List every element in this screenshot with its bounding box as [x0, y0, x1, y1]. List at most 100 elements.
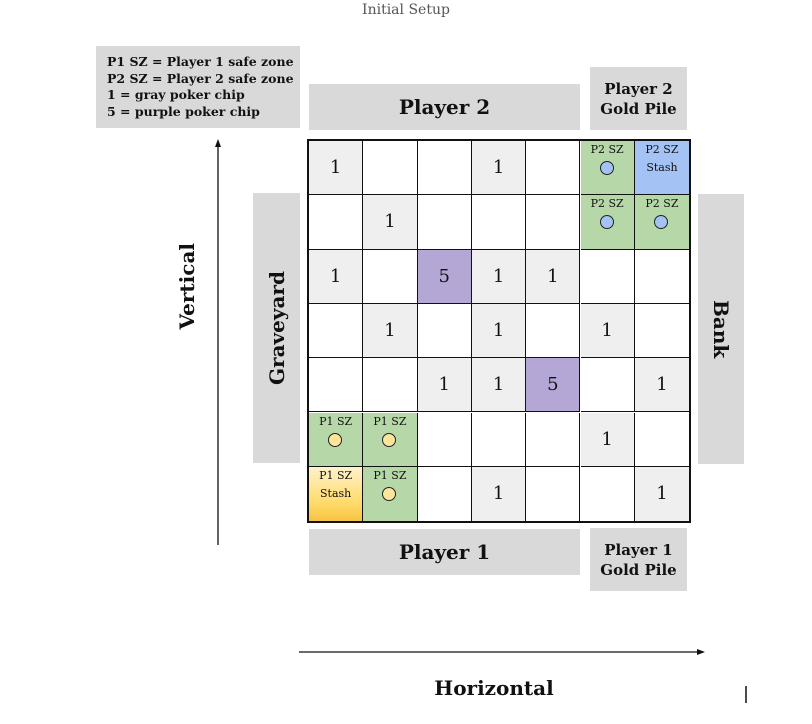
board-cell [309, 195, 364, 250]
board-cell: 5 [417, 249, 472, 304]
bank-panel: Bank [698, 194, 744, 464]
gray-chip-value: 1 [438, 374, 450, 396]
player2-piece-icon [599, 215, 614, 230]
gray-chip-value: 1 [329, 265, 342, 287]
gray-chip-value: 1 [547, 265, 559, 287]
safe-zone-label: P1 SZ [373, 468, 407, 482]
board-cell [417, 412, 472, 467]
board-cell [471, 195, 527, 250]
board-cell [417, 141, 472, 196]
vertical-axis-label: Vertical [175, 242, 199, 330]
board-cell [418, 466, 472, 522]
player2-piece-icon [599, 161, 614, 175]
board-cell [634, 413, 690, 467]
board-cell: 1 [363, 303, 418, 359]
stash-label: Stash [320, 486, 352, 500]
safe-zone-label: P1 SZ [373, 414, 407, 428]
player2-gold-label-line1: Player 2 [604, 79, 673, 98]
board-cell [417, 195, 472, 250]
gray-chip-value: 1 [492, 265, 505, 287]
vertical-axis-label-wrap: Vertical [175, 216, 199, 356]
horizontal-axis-label: Horizontal [434, 676, 554, 700]
gray-chip-value: 1 [601, 428, 613, 450]
board-cell [526, 141, 581, 196]
player2-panel: Player 2 [309, 84, 580, 130]
player1-piece-icon [382, 432, 397, 447]
board-cell: P1 SZ Stash [309, 466, 364, 522]
gray-chip-value: 1 [656, 374, 668, 396]
player2-label: Player 2 [398, 95, 491, 119]
board-cell [581, 466, 635, 522]
legend-item-purple-chip: 5 = purple poker chip [107, 103, 260, 119]
board-cell [309, 303, 364, 359]
safe-zone-label: P2 SZ [645, 143, 679, 156]
player1-label: Player 1 [398, 540, 491, 564]
board-cell: 1 [309, 249, 364, 304]
board-cell [526, 303, 581, 359]
board-cell: 1 [471, 249, 527, 304]
graveyard-panel: Graveyard [253, 193, 300, 463]
board-cell: P1 SZ [363, 412, 418, 467]
board-cell: P2 SZ Stash [634, 141, 690, 196]
safe-zone-label: P2 SZ [590, 197, 624, 211]
gray-chip-value: 1 [492, 483, 505, 505]
player1-piece-icon [382, 486, 397, 501]
stash-label: Stash [646, 161, 678, 174]
gray-chip-value: 1 [492, 157, 505, 179]
gray-chip-value: 1 [329, 157, 342, 179]
vertical-axis-arrow [215, 139, 221, 545]
player1-panel: Player 1 [309, 529, 580, 575]
board-cell: 1 [363, 195, 418, 250]
gray-chip-value: 1 [384, 211, 396, 233]
legend-box: P1 SZ = Player 1 safe zone P2 SZ = Playe… [96, 46, 300, 128]
board-cell: 1 [309, 141, 364, 196]
board-cell: 1 [471, 466, 527, 522]
board-cell [363, 141, 418, 196]
board-cell: P2 SZ [580, 195, 635, 250]
board-cell: 5 [526, 358, 581, 413]
board-cell: 1 [471, 358, 527, 413]
board-cell: 1 [526, 249, 581, 304]
board-cell [363, 358, 418, 413]
player2-gold-label-line2: Gold Pile [600, 99, 677, 118]
board-cell [471, 412, 527, 467]
purple-chip-value: 5 [438, 265, 450, 287]
board-cell [580, 249, 635, 304]
player1-piece-icon [328, 432, 342, 447]
safe-zone-label: P2 SZ [645, 197, 679, 211]
diagram-title: Initial Setup [362, 2, 450, 18]
board-cell: 1 [580, 303, 635, 359]
gray-chip-value: 1 [492, 320, 505, 342]
board-cell [417, 303, 472, 359]
gray-chip-value: 1 [656, 483, 668, 505]
board-cell: 1 [580, 412, 635, 467]
board-cell: P1 SZ [363, 466, 418, 522]
board-cell [580, 358, 635, 413]
legend-item-gray-chip: 1 = gray poker chip [107, 87, 245, 102]
board-cell [526, 412, 581, 467]
board-cell [634, 250, 690, 304]
legend-item-p2sz: P2 SZ = Player 2 safe zone [107, 70, 294, 86]
player1-gold-label-line2: Gold Pile [600, 560, 677, 579]
board-cell [526, 466, 581, 522]
safe-zone-label: P1 SZ [319, 414, 353, 428]
gray-chip-value: 1 [601, 320, 613, 342]
board-cell: 1 [634, 358, 690, 413]
board-cell: P1 SZ [309, 412, 364, 467]
player1-gold-label-line1: Player 1 [604, 540, 673, 559]
gray-chip-value: 1 [492, 374, 505, 396]
board-cell: 1 [471, 141, 527, 196]
horizontal-axis-arrow [299, 649, 705, 655]
board-cell [526, 195, 581, 250]
board-cell: 1 [634, 466, 690, 522]
gray-chip-value: 1 [384, 320, 396, 342]
legend-item-p1sz: P1 SZ = Player 1 safe zone [107, 54, 294, 69]
safe-zone-label: P2 SZ [590, 143, 624, 156]
player1-gold-pile: Player 1 Gold Pile [590, 528, 687, 591]
board-cell [363, 249, 418, 304]
safe-zone-label: P1 SZ [319, 468, 353, 482]
board-cell [309, 358, 364, 413]
board-cell: P2 SZ [634, 195, 690, 250]
